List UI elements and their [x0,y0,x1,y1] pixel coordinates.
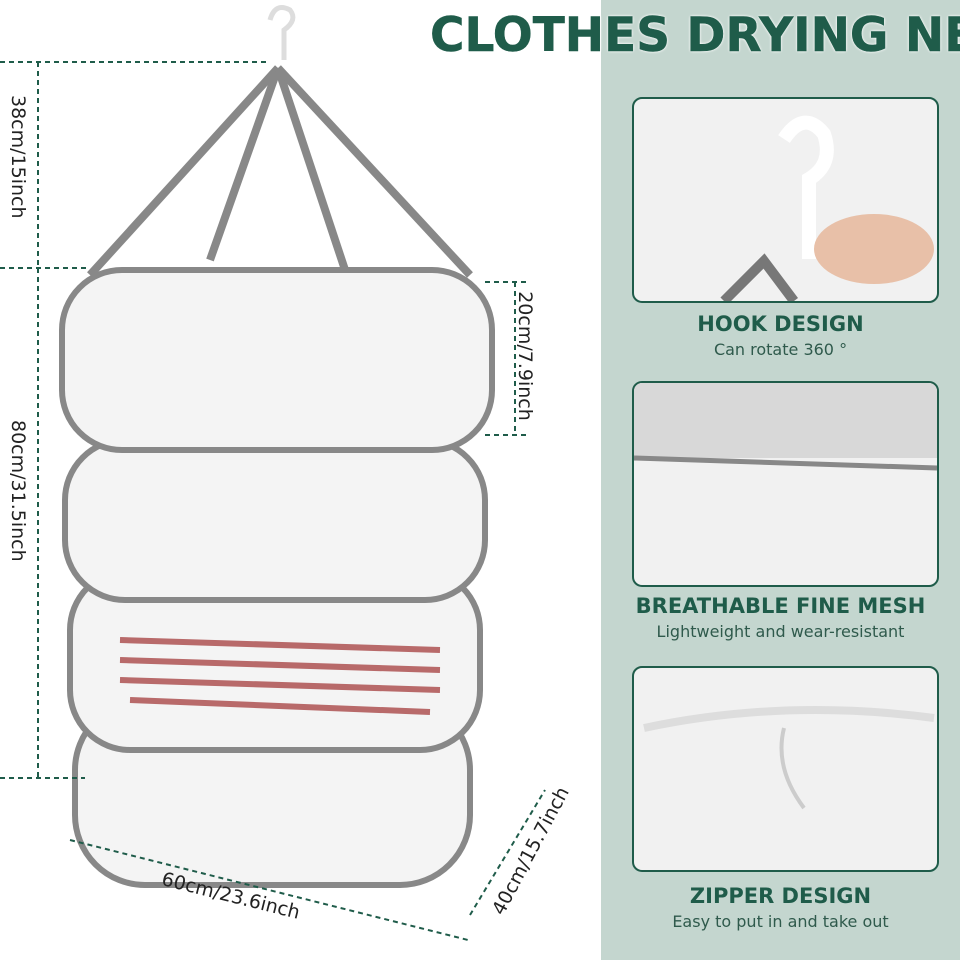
feature-heading: BREATHABLE FINE MESH [635,594,926,618]
net-layers [59,267,495,888]
feature-heading: HOOK DESIGN [697,312,864,336]
hook-icon [267,5,296,60]
total-height-label: 80cm/31.5inch [6,420,30,562]
feature-hook-design: HOOK DESIGN Can rotate 360 ° [601,312,960,359]
dimension-lines [0,61,546,941]
hook-design-photo [632,97,939,303]
feature-breathable-mesh: BREATHABLE FINE MESH Lightweight and wea… [601,594,960,641]
feature-subtitle: Can rotate 360 ° [713,340,848,359]
zipper-photo [632,666,939,872]
clothes [119,637,441,715]
page-title: CLOTHES DRYING NET [430,8,960,64]
feature-subtitle: Lightweight and wear-resistant [656,622,905,641]
feature-subtitle: Easy to put in and take out [672,912,889,931]
feature-zipper-design: ZIPPER DESIGN Easy to put in and take ou… [601,884,960,931]
hook-height-label: 38cm/15inch [6,95,30,219]
mesh-photo [632,381,939,587]
drying-net-illustration [0,5,546,941]
feature-heading: ZIPPER DESIGN [689,884,872,908]
straps [87,65,473,302]
layer-height-label: 20cm/7.9inch [513,291,536,421]
